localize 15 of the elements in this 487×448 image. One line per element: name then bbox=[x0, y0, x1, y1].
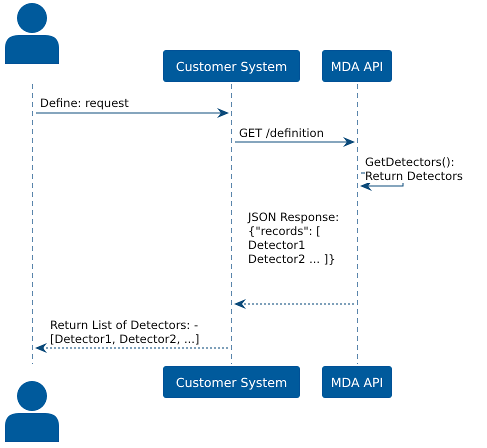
participant-box: MDA API bbox=[322, 50, 392, 82]
lifeline bbox=[228, 84, 235, 364]
message-label: Define: request bbox=[40, 96, 129, 110]
message-label: GET /definition bbox=[239, 126, 324, 140]
message-arrow bbox=[36, 108, 229, 118]
message-arrow bbox=[234, 299, 354, 309]
message-arrow bbox=[35, 343, 228, 353]
participant-box: Customer System bbox=[163, 50, 300, 82]
message-arrow bbox=[234, 137, 355, 147]
participant-box: MDA API bbox=[322, 366, 392, 398]
actor-figure bbox=[3, 2, 61, 64]
participant-box: Customer System bbox=[163, 366, 300, 398]
actor-figure bbox=[3, 380, 61, 442]
lifeline bbox=[354, 84, 361, 364]
lifeline bbox=[29, 84, 36, 364]
